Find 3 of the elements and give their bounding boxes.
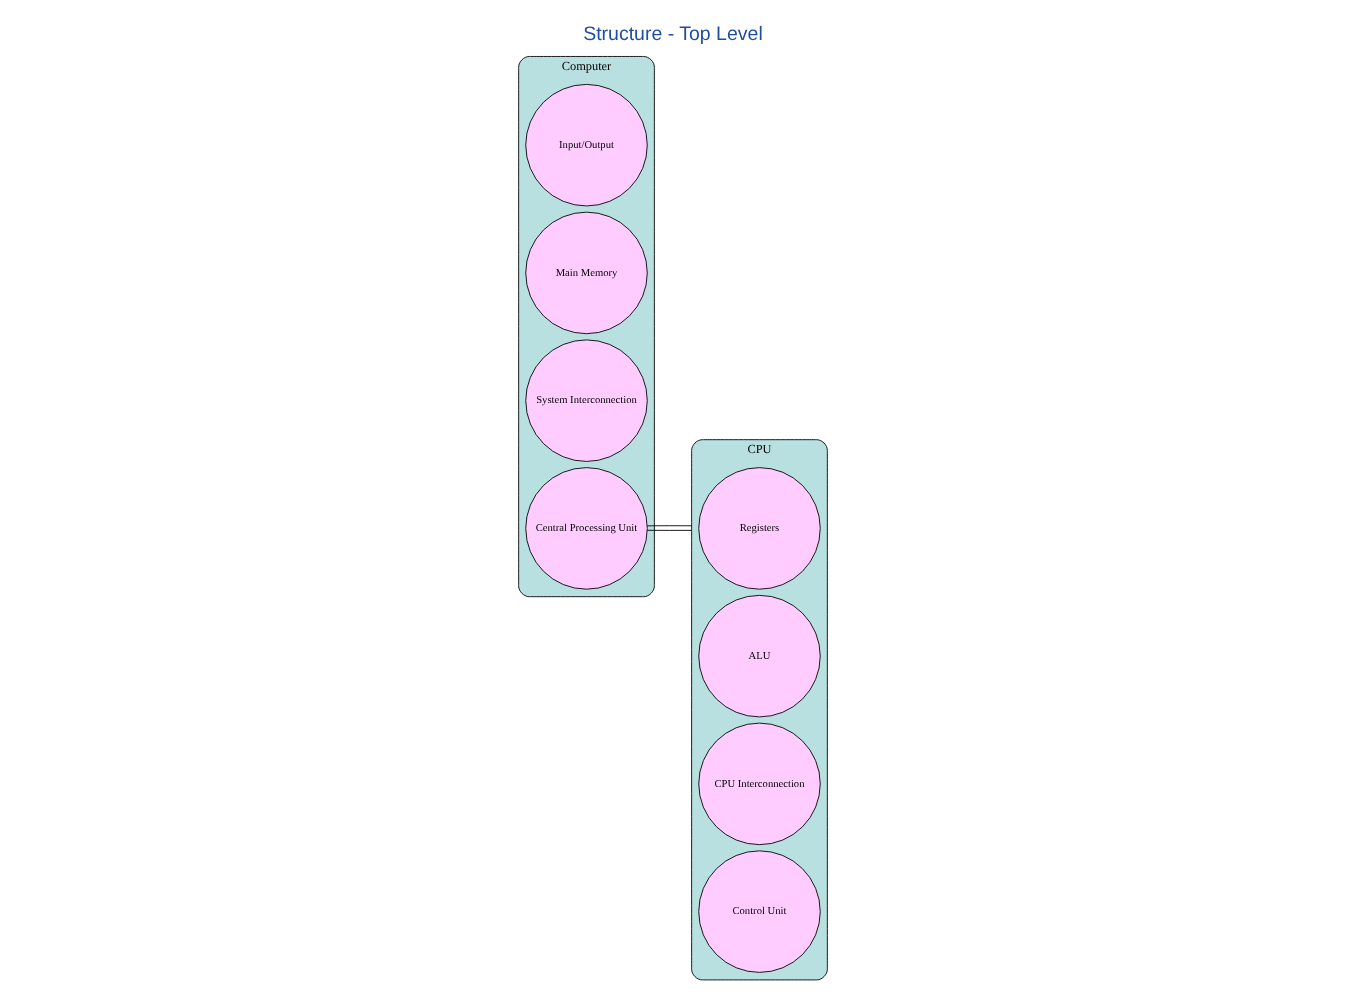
connector xyxy=(646,525,693,527)
connector xyxy=(646,529,693,531)
diagram-title: Structure - Top Level xyxy=(583,24,763,47)
